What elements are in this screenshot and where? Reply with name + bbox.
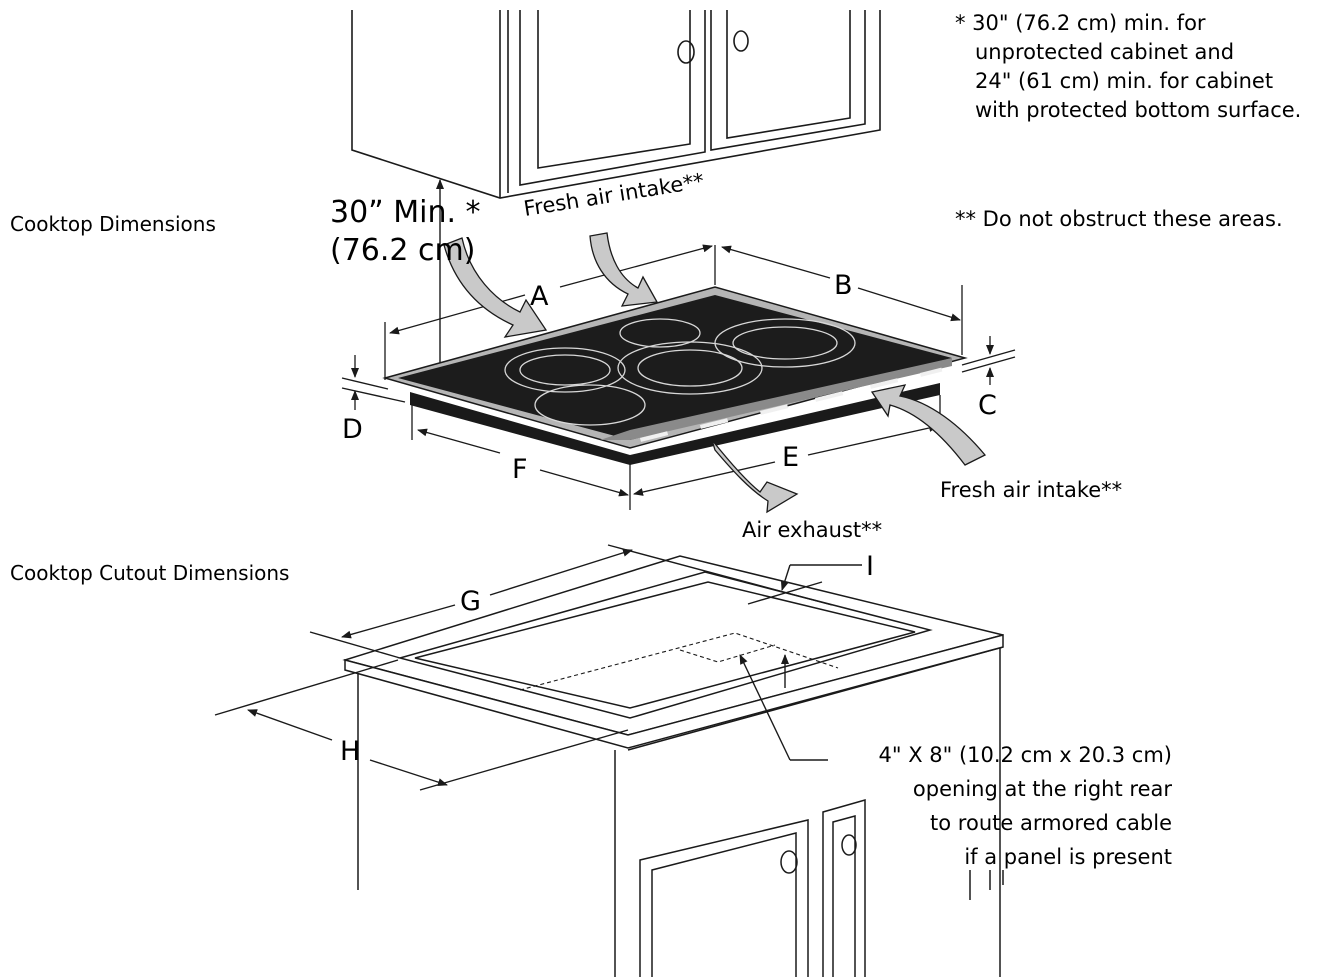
- cooktop: [382, 286, 968, 465]
- dimension-label-d: D: [342, 414, 363, 445]
- countertop: [342, 555, 1004, 749]
- opening-line-3: to route armored cable: [930, 811, 1172, 835]
- cabinet-note-line-4: with protected bottom surface.: [975, 98, 1301, 122]
- cutout-dimensions-title: Cooktop Cutout Dimensions: [10, 561, 289, 585]
- cooktop-dimensions-title: Cooktop Dimensions: [10, 212, 216, 236]
- clearance-label: 30” Min. *: [330, 195, 481, 230]
- air-exhaust-label: Air exhaust**: [742, 518, 882, 542]
- dimension-label-b: B: [834, 270, 853, 301]
- dimension-label-e: E: [782, 442, 799, 473]
- dimension-label-a: A: [530, 281, 549, 312]
- fresh-air-top-right-arrow: [589, 232, 659, 307]
- dimension-label-c: C: [978, 390, 997, 421]
- opening-line-2: opening at the right rear: [913, 777, 1172, 801]
- fresh-air-front-arrow: [870, 384, 987, 466]
- obstruct-note: ** Do not obstruct these areas.: [955, 207, 1283, 231]
- cabinet-note-line-2: unprotected cabinet and: [975, 40, 1234, 64]
- opening-callout: 4" X 8" (10.2 cm x 20.3 cm) opening at t…: [879, 743, 1173, 869]
- cabinet-note-line-1: * 30" (76.2 cm) min. for: [955, 11, 1206, 35]
- dimension-label-i: I: [866, 551, 874, 582]
- dimension-label-g: G: [460, 586, 481, 617]
- dimension-label-h: H: [340, 736, 360, 767]
- air-exhaust-arrow: [711, 439, 799, 514]
- base-cabinet: [357, 646, 1004, 977]
- cutout-dimension-lines: [214, 544, 862, 791]
- fresh-air-top-left-arrow: [443, 237, 548, 338]
- opening-line-4: if a panel is present: [964, 845, 1172, 869]
- upper-cabinet: [351, 10, 881, 199]
- cooktop-dimension-lines: [351, 244, 994, 510]
- airflow-arrows: [443, 232, 987, 514]
- clearance-metric-label: (76.2 cm): [330, 233, 475, 268]
- cabinet-note-line-3: 24" (61 cm) min. for cabinet: [975, 69, 1273, 93]
- opening-line-1: 4" X 8" (10.2 cm x 20.3 cm): [879, 743, 1173, 767]
- fresh-air-front-label: Fresh air intake**: [940, 478, 1122, 502]
- dimension-label-f: F: [512, 454, 528, 485]
- cabinet-note: * 30" (76.2 cm) min. for unprotected cab…: [955, 11, 1301, 122]
